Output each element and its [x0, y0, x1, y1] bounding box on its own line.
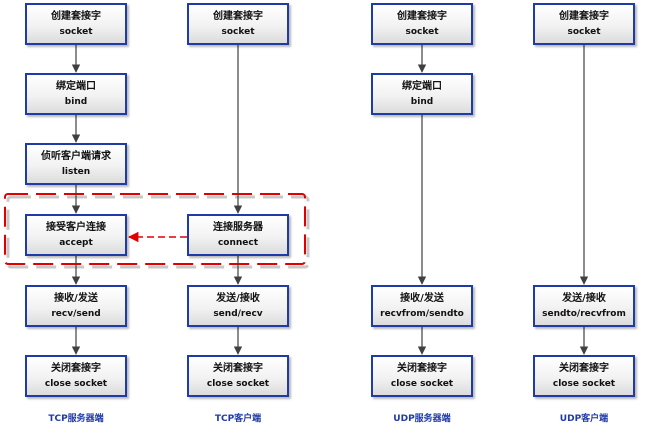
step-label: 关闭套接字 [51, 362, 101, 374]
tcp-server-step-bind: 绑定端口 bind [25, 73, 127, 115]
step-label: 创建套接字 [559, 10, 609, 22]
step-call: close socket [44, 378, 108, 389]
step-call: close socket [390, 378, 454, 389]
tcp-server-step-socket: 创建套接字 socket [25, 3, 127, 45]
tcp-client-step-connect: 连接服务器 connect [187, 214, 289, 256]
step-call: bind [410, 96, 434, 107]
step-label: 接收/发送 [400, 292, 444, 304]
step-label: 接收/发送 [54, 292, 98, 304]
step-call: accept [59, 237, 93, 248]
step-label: 接受客户连接 [46, 221, 106, 233]
step-call: socket [59, 26, 93, 37]
step-label: 绑定端口 [56, 80, 96, 92]
step-call: send/recv [213, 308, 263, 319]
step-call: listen [61, 166, 91, 177]
step-call: close socket [552, 378, 616, 389]
step-label: 创建套接字 [397, 10, 447, 22]
step-call: bind [64, 96, 88, 107]
step-call: socket [221, 26, 255, 37]
udp-client-step-socket: 创建套接字 socket [533, 3, 635, 45]
udp-server-step-socket: 创建套接字 socket [371, 3, 473, 45]
step-call: socket [405, 26, 439, 37]
step-call: connect [217, 237, 259, 248]
step-call: close socket [206, 378, 270, 389]
tcp-server-step-accept: 接受客户连接 accept [25, 214, 127, 256]
step-label: 关闭套接字 [397, 362, 447, 374]
tcp-client-step-socket: 创建套接字 socket [187, 3, 289, 45]
udp-server-step-bind: 绑定端口 bind [371, 73, 473, 115]
highlight-frame-shadow [6, 195, 310, 269]
step-label: 绑定端口 [402, 80, 442, 92]
step-label: 发送/接收 [216, 292, 260, 304]
tcp-client-step-send-recv: 发送/接收 send/recv [187, 285, 289, 327]
step-label: 创建套接字 [51, 10, 101, 22]
tcp-server-step-recv-send: 接收/发送 recv/send [25, 285, 127, 327]
step-call: recv/send [51, 308, 101, 319]
step-label: 关闭套接字 [213, 362, 263, 374]
tcp-server-step-listen: 侦听客户端请求 listen [25, 143, 127, 185]
step-call: sendto/recvfrom [542, 308, 626, 319]
udp-server-step-close: 关闭套接字 close socket [371, 355, 473, 397]
column-title-tcp-client: TCP客户端 [214, 414, 262, 424]
step-label: 关闭套接字 [559, 362, 609, 374]
udp-client-step-sendto-recvfrom: 发送/接收 sendto/recvfrom [533, 285, 635, 327]
column-title-udp-client: UDP客户端 [559, 414, 609, 424]
step-label: 连接服务器 [213, 221, 263, 233]
highlight-frame [4, 193, 306, 265]
column-title-udp-server: UDP服务器端 [393, 414, 451, 424]
step-label: 发送/接收 [562, 292, 606, 304]
tcp-server-step-close: 关闭套接字 close socket [25, 355, 127, 397]
step-call: socket [567, 26, 601, 37]
step-label: 创建套接字 [213, 10, 263, 22]
tcp-client-step-close: 关闭套接字 close socket [187, 355, 289, 397]
step-label: 侦听客户端请求 [41, 150, 111, 162]
step-call: recvfrom/sendto [380, 308, 464, 319]
column-title-tcp-server: TCP服务器端 [48, 414, 104, 424]
udp-client-step-close: 关闭套接字 close socket [533, 355, 635, 397]
udp-server-step-recvfrom-sendto: 接收/发送 recvfrom/sendto [371, 285, 473, 327]
